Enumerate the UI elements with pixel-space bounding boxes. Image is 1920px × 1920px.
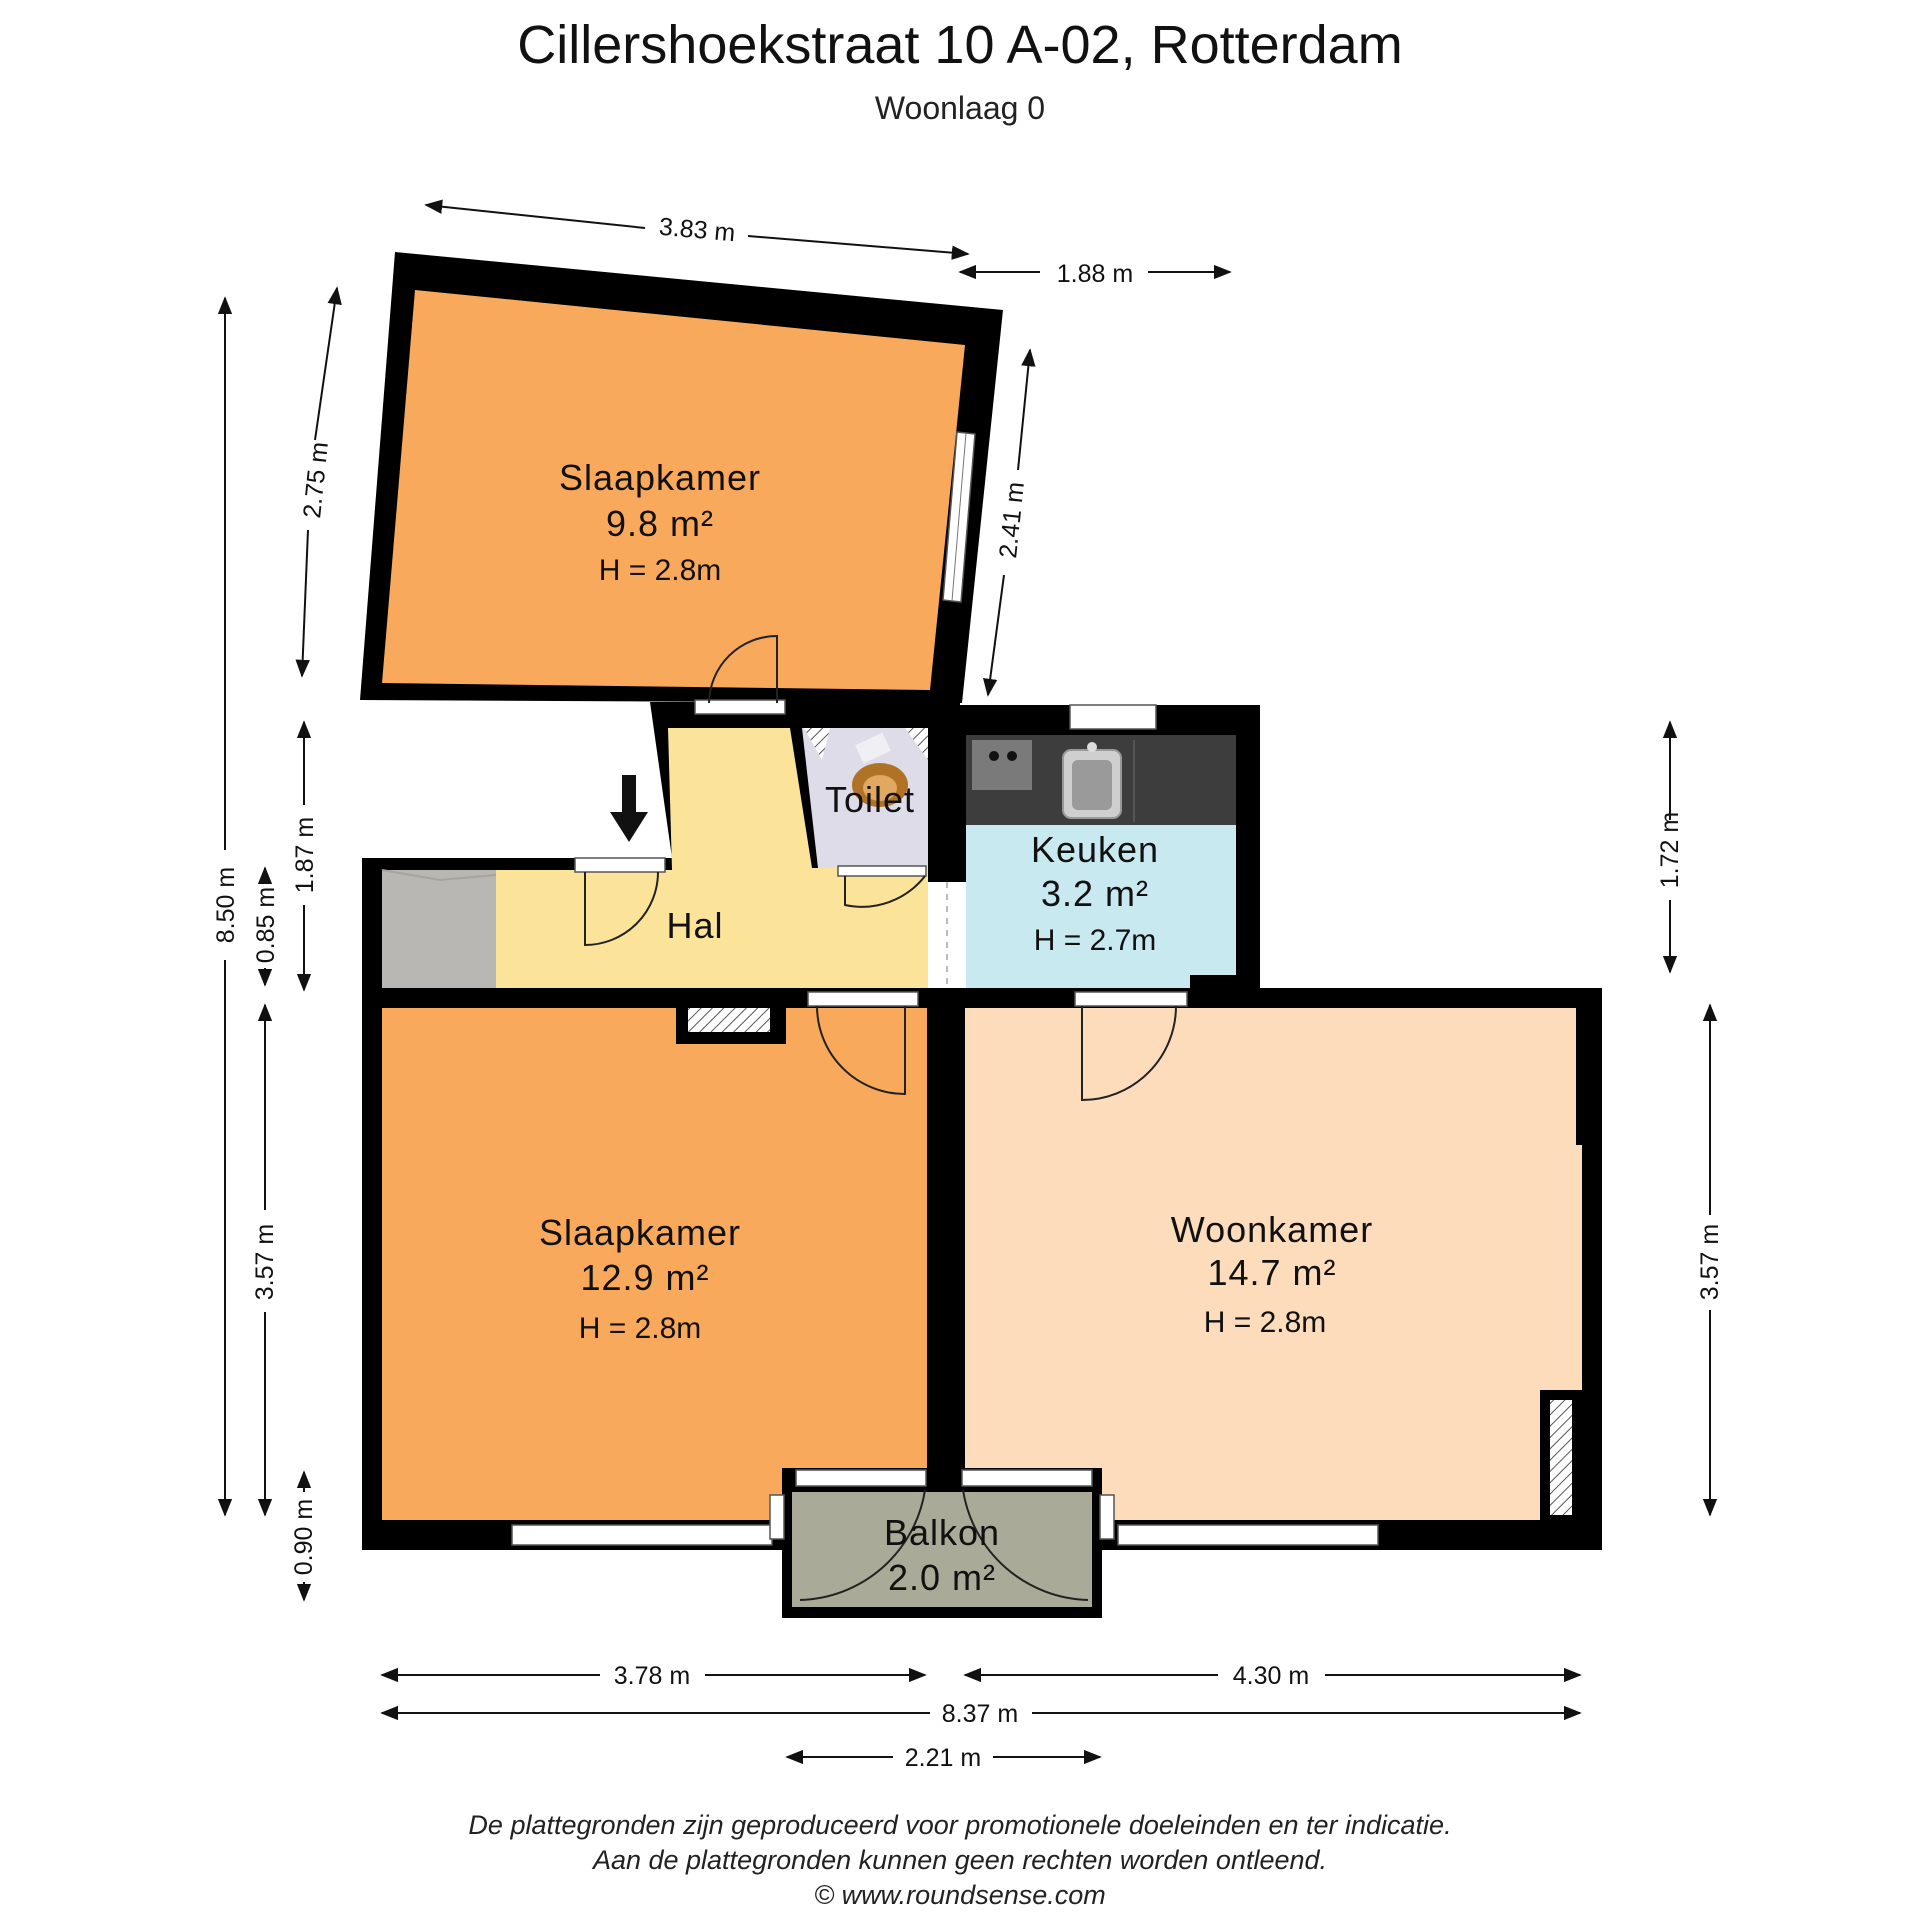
dim-line-right-top-b [983,574,1005,697]
dim-right-top-room: 2.41 m [994,481,1030,560]
door-swing-toilet [844,875,926,908]
dim-bottom-left: 3.78 m [614,1662,690,1690]
label-keuken-area: 3.2 m² [1041,873,1149,914]
label-slaapkamer-top-name: Slaapkamer [559,457,761,498]
page-subtitle: Woonlaag 0 [874,90,1046,126]
dim-small-left: 0.85 m [252,887,280,963]
dim-line-left-top-a [314,286,342,441]
dim-left-bottom-room: 3.57 m [251,1224,279,1300]
label-woonkamer-height: H = 2.8m [1204,1306,1327,1339]
label-slaapkamer-top-height: H = 2.8m [599,554,722,587]
window-keuken [1069,704,1157,730]
toilet-bowl-icon [852,732,908,807]
disclaimer-line-2: Aan de plattegronden kunnen geen rechten… [592,1845,1328,1875]
dim-balcony-width: 2.21 m [905,1744,981,1772]
woonkamer-hatch [1550,1400,1572,1515]
room-slaapkamer-top [382,290,965,690]
label-balkon-area: 2.0 m² [888,1557,996,1598]
dim-total-height: 8.50 m [212,867,240,943]
window-woonkamer [1117,1524,1379,1546]
disclaimer-line-1: De plattegronden zijn geproduceerd voor … [468,1810,1452,1840]
window-balkon-right [961,1469,1093,1487]
label-woonkamer-name: Woonkamer [1171,1209,1373,1250]
stair-area [382,870,496,990]
dim-right-bottom-room: 3.57 m [1696,1224,1724,1300]
dim-balcony-depth: 0.90 m [290,1499,318,1575]
door-swing-bottom-bedroom [816,1005,906,1096]
window-balkon-left [795,1469,927,1487]
room-hal [496,728,928,990]
label-balkon-name: Balkon [884,1512,1000,1553]
chimney-hatch [688,1008,770,1032]
dim-line-left-top-b [295,529,310,678]
label-toilet-name: Toilet [825,779,915,820]
wall-corner [1190,975,1240,1005]
door-swing-balkon-right [962,1489,1089,1601]
door-frame-bottom-bedroom [807,991,919,1007]
dim-line-top-width-a [424,199,646,229]
door-frame-toilet [837,865,927,877]
toilet-hatch-left [804,728,830,760]
copyright: © www.roundsense.com [814,1880,1106,1910]
door-frame-woonkamer [1074,991,1188,1007]
page-title: Cillershoekstraat 10 A-02, Rotterdam [517,15,1403,75]
window-slaapkamer-bottom [511,1524,773,1546]
dim-total-width: 8.37 m [942,1700,1018,1728]
disclaimer-footer: De plattegronden zijn geproduceerd voor … [0,1808,1920,1913]
label-slaapkamer-bottom-height: H = 2.8m [579,1312,702,1345]
label-keuken-height: H = 2.7m [1034,924,1157,957]
door-frame-hal-entry [574,857,666,873]
door-swing-woonkamer [1081,1005,1177,1102]
window-balkon-side-left [769,1494,785,1540]
stove-icon [972,740,1032,790]
room-woonkamer [965,1008,1582,1520]
room-slaapkamer-bottom [382,1008,927,1520]
door-swing-balkon-left [799,1489,926,1601]
dim-bottom-right: 4.30 m [1233,1662,1309,1690]
label-keuken-name: Keuken [1031,829,1159,870]
window-balkon-side-right [1099,1494,1115,1540]
entrance-arrow-icon [610,775,648,842]
page-header: Cillershoekstraat 10 A-02, Rotterdam Woo… [0,0,1920,140]
dim-line-right-top-a [1017,348,1036,471]
label-woonkamer-area: 14.7 m² [1207,1252,1336,1293]
dim-left-top-room: 2.75 m [298,441,334,520]
label-slaapkamer-bottom-area: 12.9 m² [580,1257,709,1298]
door-frame-top-bedroom [694,699,786,715]
sink-icon [1062,742,1122,819]
room-balkon [792,1492,1092,1607]
dim-keuken-height: 1.72 m [1656,812,1684,888]
label-hal-name: Hal [666,905,723,946]
dim-line-top-width-b [747,235,970,260]
label-slaapkamer-top-area: 9.8 m² [606,503,714,544]
dim-top-width: 3.83 m [658,213,737,248]
label-slaapkamer-bottom-name: Slaapkamer [539,1212,741,1253]
door-swing-hal-entry [584,871,659,947]
door-swing-top-bedroom [708,634,778,704]
dim-hal-height: 1.87 m [291,817,319,893]
toilet-hatch-right [905,728,928,760]
dim-top-right: 1.88 m [1057,260,1133,288]
